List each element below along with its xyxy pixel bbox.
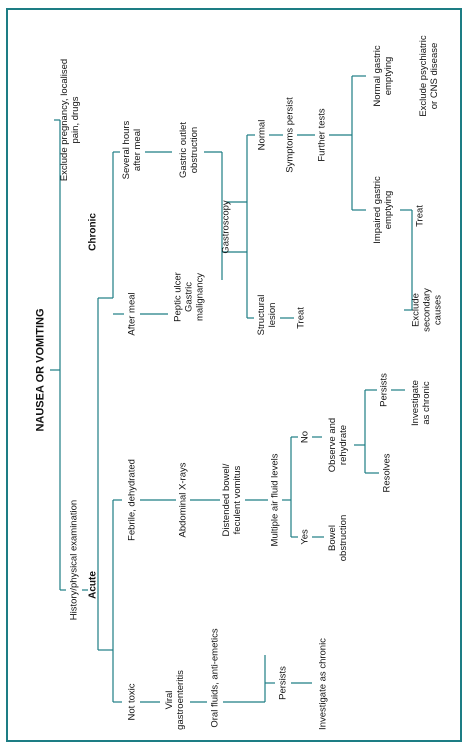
node-symptoms-persist: Symptoms persist — [284, 97, 296, 173]
node-exclude-pregnancy: Exclude pregnancy, localised pain, drugs — [59, 58, 81, 182]
node-persists-acute: Persists — [277, 666, 289, 700]
title: NAUSEA OR VOMITING — [34, 308, 47, 432]
node-abdominal-xrays: Abdominal X-rays — [177, 462, 189, 538]
node-structural-lesion: Structural lesion — [256, 294, 278, 336]
diagram-frame — [6, 8, 462, 742]
node-chronic: Chronic — [87, 213, 99, 251]
node-impaired: Impaired gastric emptying — [372, 176, 394, 244]
node-viral: Viral gastroenteritis — [164, 670, 186, 730]
node-gastric-outlet: Gastric outlet obstruction — [178, 122, 200, 178]
node-febrile: Febrile, dehydrated — [126, 459, 138, 541]
node-after-meal: After meal — [126, 292, 138, 336]
node-acute: Acute — [87, 571, 99, 599]
node-treat-1: Treat — [295, 307, 307, 329]
node-history: History/physical examination — [68, 499, 80, 621]
node-gastroscopy: Gastroscopy — [220, 200, 232, 254]
node-oral-fluids: Oral fluids, anti-emetics — [209, 628, 221, 728]
node-yes: Yes — [299, 529, 311, 545]
node-multiple-air: Multiple air fluid levels — [269, 453, 281, 547]
node-further-tests: Further tests — [316, 108, 328, 162]
node-distended: Distended bowel/ feculent vomitus — [221, 463, 243, 537]
node-investigate-chronic-1: Investigate as chronic — [317, 638, 329, 730]
node-no: No — [299, 430, 311, 444]
node-investigate-chronic-2: Investigate as chronic — [410, 380, 432, 426]
node-observe: Observe and rehydrate — [327, 417, 349, 473]
node-resolves: Resolves — [381, 453, 393, 493]
node-normal-gastric: Normal gastric emptying — [372, 45, 394, 107]
node-normal: Normal — [256, 119, 268, 151]
node-persists-2: Persists — [378, 373, 390, 407]
node-treat-2: Treat — [414, 205, 426, 227]
node-several-hours: Several hours after meal — [121, 120, 143, 180]
node-not-toxic: Not toxic — [126, 683, 138, 721]
node-peptic-ulcer: Peptic ulcer Gastric malignancy — [172, 272, 206, 322]
node-exclude-psychiatric: Exclude psychiatric or CNS disease — [418, 35, 440, 117]
node-exclude-secondary: Exclude secondary causes — [410, 288, 444, 332]
node-bowel-obstruction: Bowel obstruction — [327, 514, 349, 562]
